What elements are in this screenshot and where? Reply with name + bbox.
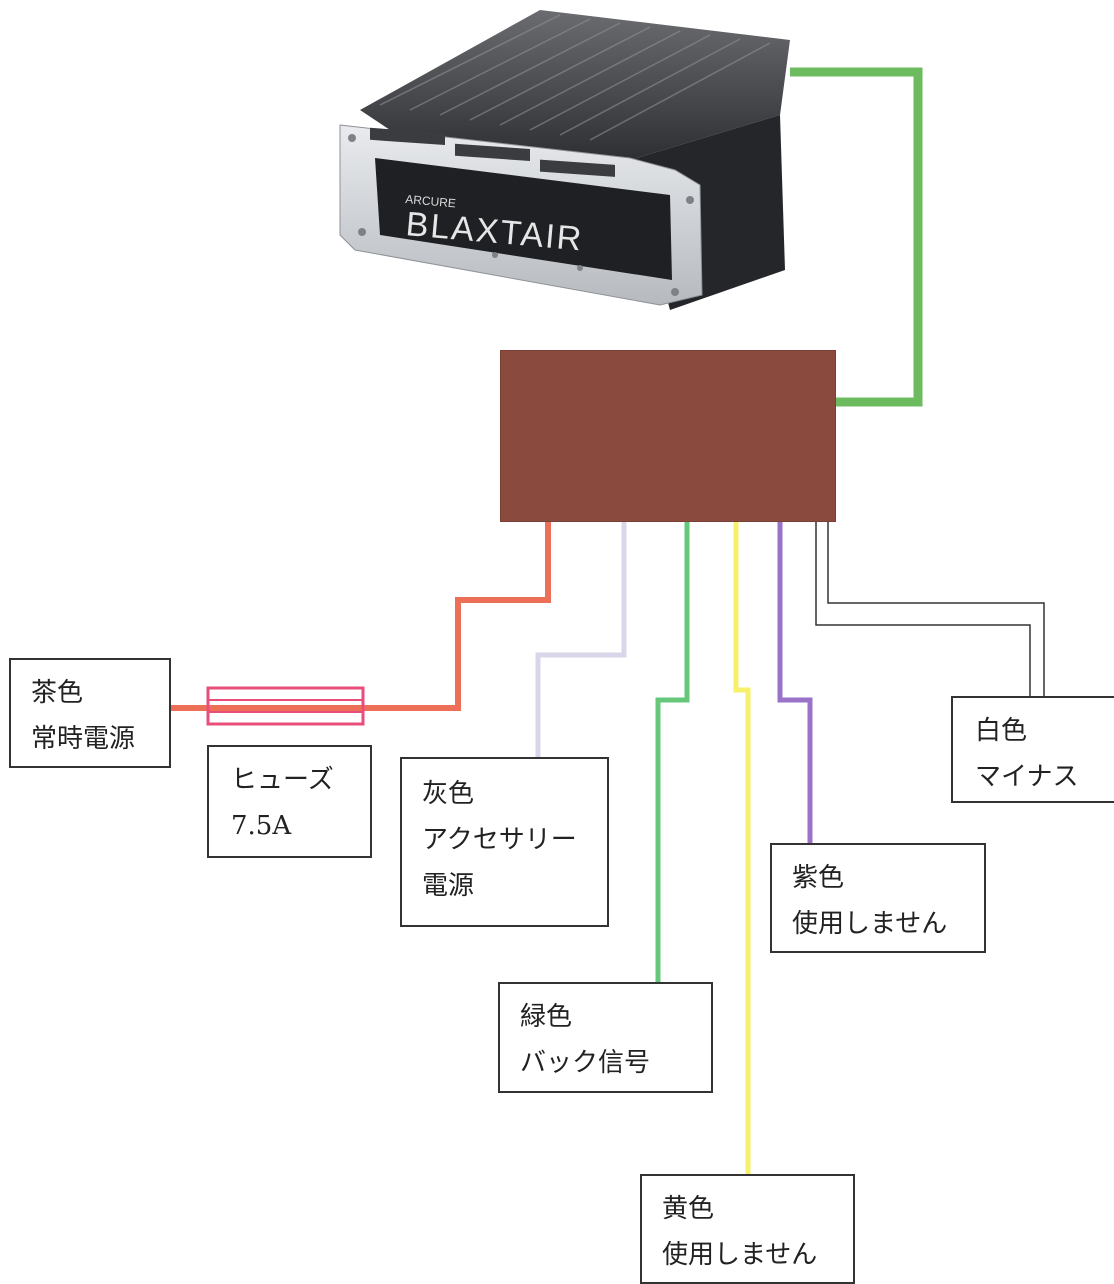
fuse-symbol <box>206 686 365 726</box>
blaxtair-device-photo: ARCURE BLAXTAIR <box>339 10 790 310</box>
label-purple-wire: 紫色 使用しません <box>770 843 986 953</box>
device-link-wire <box>790 67 923 407</box>
white-wire-right <box>827 522 1045 697</box>
label-fuse: ヒューズ 7.5A <box>207 745 372 858</box>
purple-wire <box>777 522 813 845</box>
label-white-function: マイナス <box>975 762 1079 792</box>
label-white-wire: 白色 マイナス <box>951 696 1114 803</box>
label-brown-wire: 茶色 常時電源 <box>9 658 171 768</box>
label-green-wire: 緑色 バック信号 <box>498 982 713 1093</box>
label-gray-wire: 灰色 アクセサリー 電源 <box>400 757 609 927</box>
label-brown-function: 常時電源 <box>31 724 136 754</box>
yellow-wire <box>733 522 751 1175</box>
junction-box <box>500 350 836 522</box>
label-yellow-function: 使用しません <box>662 1240 818 1270</box>
label-fuse-name: ヒューズ <box>231 765 334 795</box>
label-gray-function-2: 電源 <box>422 871 475 901</box>
label-gray-function: アクセサリー <box>422 825 577 855</box>
green-wire <box>655 522 690 985</box>
label-green-function: バック信号 <box>520 1048 651 1078</box>
label-yellow-wire: 黄色 使用しません <box>640 1174 855 1284</box>
label-gray-color: 灰色 <box>422 779 475 809</box>
label-brown-color: 茶色 <box>31 678 84 708</box>
brown-wire <box>170 522 551 711</box>
gray-wire <box>535 522 627 757</box>
label-purple-color: 紫色 <box>792 863 845 893</box>
white-wire-left <box>815 522 1031 697</box>
label-yellow-color: 黄色 <box>662 1194 715 1224</box>
label-green-color: 緑色 <box>520 1002 573 1032</box>
label-purple-function: 使用しません <box>792 909 948 939</box>
label-fuse-rating: 7.5A <box>231 811 292 841</box>
label-white-color: 白色 <box>975 716 1028 746</box>
device-brand-small: ARCURE <box>405 192 457 210</box>
